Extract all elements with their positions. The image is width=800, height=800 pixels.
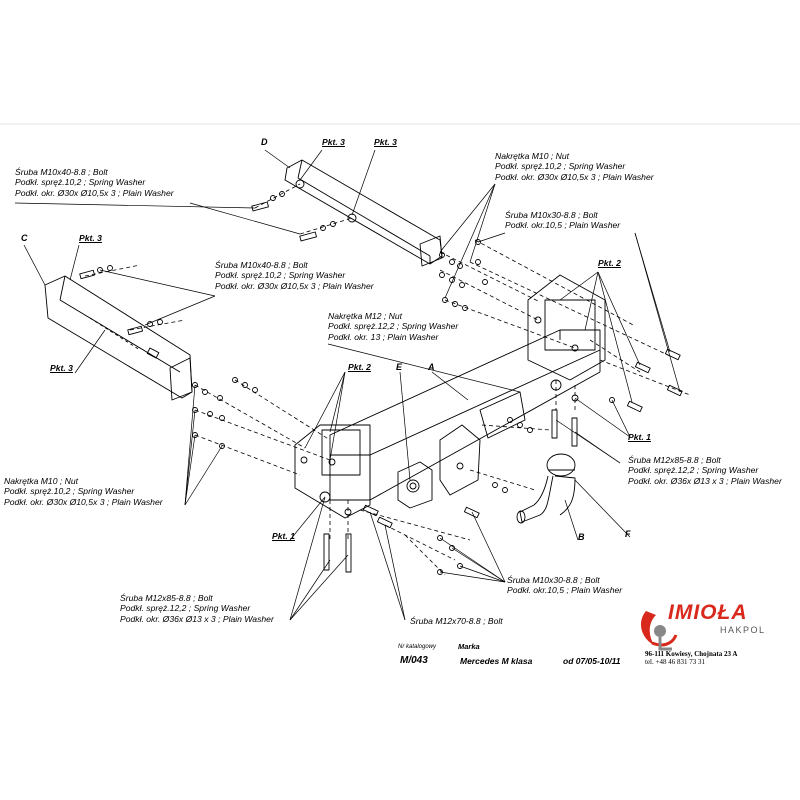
- part-label-d: D: [261, 137, 268, 147]
- callout-bolt-right-top: Śruba M10x30-8.8 ; Bolt Podkł. okr.10,5 …: [505, 210, 621, 231]
- fasteners: [79, 191, 683, 575]
- date-range: od 07/05-10/11: [563, 656, 621, 666]
- company-address: 96-111 Kowiesy, Chojnata 23 A: [645, 650, 738, 658]
- catalog-number-label: Nr katalogowy: [398, 644, 437, 650]
- catalog-number: M/043: [400, 655, 428, 666]
- part-c-bracket: [44, 275, 193, 401]
- brand-label: Marka: [458, 642, 480, 651]
- callout-nut-left: Nakrętka M10 ; Nut Podkł. spręż.10,2 ; S…: [4, 476, 163, 507]
- company-address-block: 96-111 Kowiesy, Chojnata 23 A tel. +48 4…: [645, 650, 737, 666]
- brand-value: Mercedes M klasa: [460, 656, 533, 666]
- callout-nut-top: Nakrętka M10 ; Nut Podkł. spręż.10,2 ; S…: [495, 151, 654, 182]
- callout-bolt-d: Śruba M10x40-8.8 ; Bolt Podkł. spręż.10,…: [15, 167, 174, 198]
- point-2-label: Pkt. 2: [348, 362, 371, 372]
- logo-subtext: HAKPOL: [720, 625, 766, 635]
- company-logo: IMIOŁA HAKPOL: [638, 601, 788, 655]
- right-mounting-plate: [527, 274, 606, 381]
- callout-bolt-right-bottom: Śruba M10x30-8.8 ; Bolt Podkł. okr.10,5 …: [507, 575, 623, 596]
- point-3-label: Pkt. 3: [374, 137, 397, 147]
- part-label-e: E: [396, 362, 403, 372]
- callout-bolt-c: Śruba M10x40-8.8 ; Bolt Podkł. spręż.10,…: [215, 260, 374, 291]
- part-label-a: A: [428, 362, 435, 372]
- point-3-label: Pkt. 3: [79, 233, 102, 243]
- left-mounting-plate: [294, 424, 371, 519]
- logo-text: IMIOŁA: [668, 601, 748, 624]
- point-1-label: Pkt. 1: [628, 432, 651, 442]
- callout-bolt-m12-right: Śruba M12x85-8.8 ; Bolt Podkł. spręż.12,…: [628, 455, 782, 486]
- company-phone: tel. +48 46 831 73 31: [645, 658, 705, 666]
- part-b-towball: [516, 453, 576, 524]
- part-e-bracket: [397, 391, 526, 509]
- callout-bolt-m12x70: Śruba M12x70-8.8 ; Bolt: [410, 616, 503, 626]
- part-label-c: C: [21, 233, 28, 243]
- part-d-bracket: [284, 159, 443, 267]
- point-3-label: Pkt. 3: [50, 363, 73, 373]
- part-a-crossbeam: [329, 329, 601, 501]
- part-label-f: F: [625, 529, 631, 539]
- point-3-label: Pkt. 3: [322, 137, 345, 147]
- point-2-label: Pkt. 2: [598, 258, 621, 268]
- logo-mark-icon: [640, 611, 678, 651]
- callout-nut-m12: Nakrętka M12 ; Nut Podkł. spręż.12,2 ; S…: [328, 311, 459, 342]
- callout-bolt-m12-left: Śruba M12x85-8.8 ; Bolt Podkł. spręż.12,…: [120, 593, 274, 624]
- point-1-label: Pkt. 1: [272, 531, 295, 541]
- part-label-b: B: [578, 532, 585, 542]
